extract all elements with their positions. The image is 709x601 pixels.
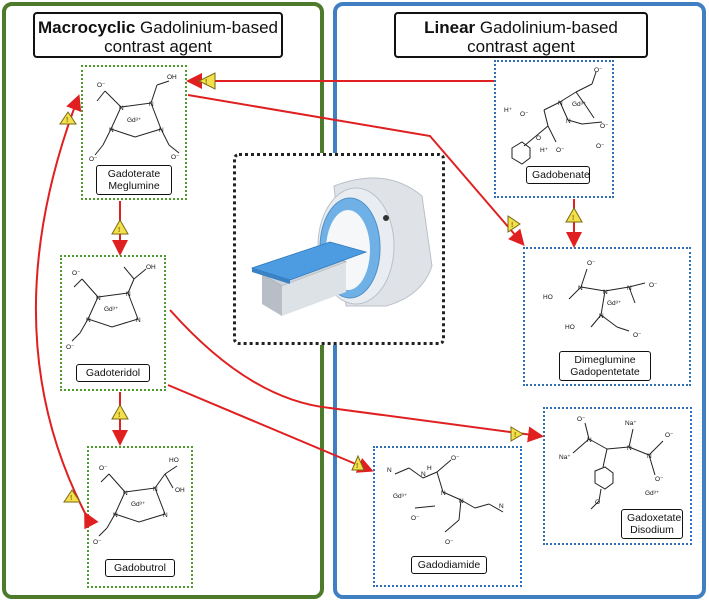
svg-text:O: O (536, 135, 541, 142)
svg-text:O⁻: O⁻ (556, 147, 565, 154)
svg-text:HO: HO (565, 324, 575, 331)
linear-title: Linear Gadolinium-based contrast agent (394, 12, 648, 58)
svg-text:OH: OH (175, 487, 185, 494)
gadopentetate-structure-icon: N N N N Gd³⁺ HO O⁻ O⁻ HO O⁻ (543, 260, 658, 339)
svg-text:O⁻: O⁻ (633, 332, 642, 339)
svg-text:N: N (459, 498, 464, 505)
svg-text:O⁻: O⁻ (649, 282, 658, 289)
svg-text:N: N (499, 503, 504, 510)
svg-text:O⁻: O⁻ (97, 82, 106, 89)
mri-scanner-icon (250, 177, 433, 316)
gadodiamide-structure-icon: N N H O⁻ Gd³⁺ N N O⁻ N O⁻ (387, 455, 504, 546)
gadodiamide-card: N N H O⁻ Gd³⁺ N N O⁻ N O⁻ Gadodiamide (373, 446, 522, 587)
svg-text:Gd³⁺: Gd³⁺ (104, 306, 119, 313)
macrocyclic-title: Macrocyclic Gadolinium-based contrast ag… (33, 12, 283, 58)
svg-text:Gd³⁺: Gd³⁺ (607, 300, 622, 307)
gadobenate-card: N N Gd³⁺ O⁻ O⁻ O⁻ H⁺ O⁻ O H⁺ O⁻ Gadobena… (494, 60, 614, 198)
svg-text:OH: OH (146, 264, 156, 271)
svg-text:N: N (159, 127, 164, 134)
svg-text:OH: OH (167, 74, 177, 81)
gadobenate-structure-icon: N N Gd³⁺ O⁻ O⁻ O⁻ H⁺ O⁻ O H⁺ O⁻ (504, 67, 609, 165)
svg-text:N: N (109, 127, 114, 134)
svg-text:H: H (427, 465, 432, 472)
gadoteridol-card: N N N N Gd³⁺ O⁻ OH O⁻ Gadoteridol (60, 255, 166, 391)
svg-text:O⁻: O⁻ (411, 515, 420, 522)
svg-text:Gd³⁺: Gd³⁺ (645, 490, 660, 497)
svg-text:N: N (599, 313, 604, 320)
svg-text:N: N (647, 453, 652, 460)
svg-text:N: N (587, 437, 592, 444)
svg-text:N: N (96, 295, 101, 302)
svg-text:N: N (387, 467, 392, 474)
svg-text:HO: HO (169, 457, 179, 464)
gadodiamide-label: Gadodiamide (411, 556, 487, 574)
svg-text:O⁻: O⁻ (89, 156, 98, 163)
svg-text:N: N (441, 490, 446, 497)
svg-text:Gd³⁺: Gd³⁺ (131, 501, 146, 508)
svg-text:O⁻: O⁻ (93, 539, 102, 546)
gadoterate-structure-icon: N N N N Gd³⁺ O⁻ OH O⁻ O⁻ (89, 74, 180, 163)
gadoxetate-card: Na⁺ Na⁺ N N N O⁻ O⁻ O⁻ Gd³⁺ O Gadoxetate… (543, 407, 692, 545)
svg-text:Gd³⁺: Gd³⁺ (393, 493, 408, 500)
gadobutrol-card: N N N N Gd³⁺ O⁻ HO OH O⁻ Gadobutrol (87, 446, 193, 588)
svg-text:N: N (119, 105, 124, 112)
svg-text:H⁺: H⁺ (504, 107, 513, 114)
svg-text:N: N (627, 285, 632, 292)
svg-text:O⁻: O⁻ (451, 455, 460, 462)
svg-text:N: N (113, 512, 118, 519)
svg-text:O⁻: O⁻ (520, 111, 529, 118)
gadobenate-label: Gadobenate (526, 166, 590, 184)
svg-text:O⁻: O⁻ (577, 416, 586, 423)
svg-text:N: N (123, 490, 128, 497)
svg-text:N: N (86, 317, 91, 324)
gadoteridol-label: Gadoteridol (76, 364, 150, 382)
svg-text:Na⁺: Na⁺ (559, 454, 571, 461)
svg-text:N: N (578, 285, 583, 292)
svg-text:O⁻: O⁻ (99, 465, 108, 472)
svg-text:H⁺: H⁺ (540, 147, 549, 154)
svg-text:Na⁺: Na⁺ (625, 420, 637, 427)
svg-text:O: O (595, 499, 600, 506)
svg-text:O⁻: O⁻ (445, 539, 454, 546)
svg-text:O⁻: O⁻ (600, 123, 609, 130)
svg-text:Gd³⁺: Gd³⁺ (572, 101, 587, 108)
svg-text:O⁻: O⁻ (66, 344, 75, 351)
mri-scanner-frame (233, 153, 445, 345)
svg-text:HO: HO (543, 294, 553, 301)
svg-text:O⁻: O⁻ (655, 476, 664, 483)
svg-text:O⁻: O⁻ (596, 143, 605, 150)
svg-text:O⁻: O⁻ (665, 432, 674, 439)
svg-text:N: N (163, 512, 168, 519)
gadoxetate-structure-icon: Na⁺ Na⁺ N N N O⁻ O⁻ O⁻ Gd³⁺ O (559, 416, 674, 510)
svg-text:O⁻: O⁻ (72, 270, 81, 277)
svg-text:N: N (566, 118, 571, 125)
svg-text:N: N (558, 100, 563, 107)
svg-text:Gd³⁺: Gd³⁺ (127, 117, 142, 124)
svg-text:N: N (126, 291, 131, 298)
svg-text:N: N (149, 101, 154, 108)
svg-text:N: N (421, 471, 426, 478)
svg-text:N: N (603, 289, 608, 296)
svg-text:O⁻: O⁻ (587, 260, 596, 267)
svg-text:N: N (153, 486, 158, 493)
svg-text:N: N (136, 317, 141, 324)
svg-text:O⁻: O⁻ (171, 154, 180, 161)
svg-text:N: N (627, 445, 632, 452)
svg-text:O⁻: O⁻ (594, 67, 603, 74)
gadobutrol-label: Gadobutrol (105, 559, 175, 577)
